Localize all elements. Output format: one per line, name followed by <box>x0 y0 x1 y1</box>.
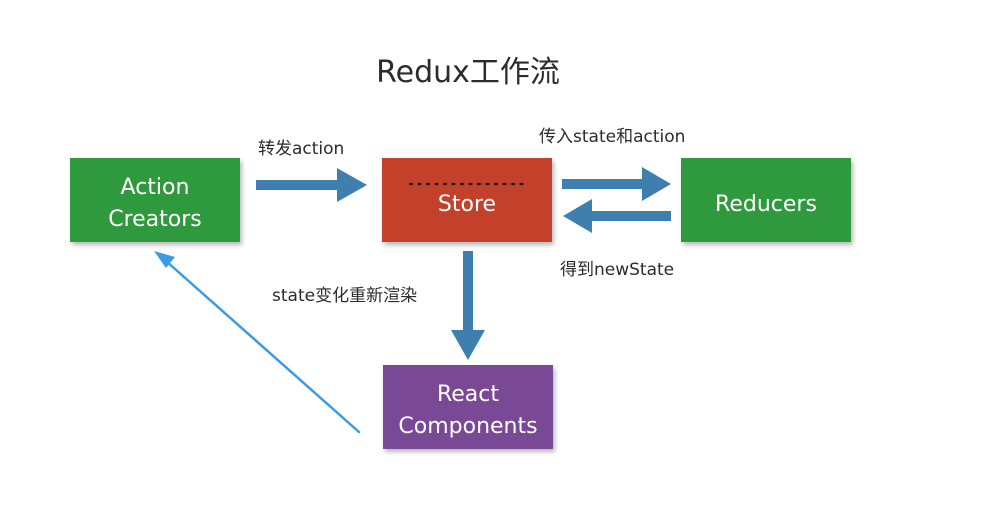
to-reducers-arrow <box>562 167 671 201</box>
dispatch-label: 转发action <box>258 139 344 159</box>
get-new-state-label: 得到newState <box>560 260 674 280</box>
pass-state-action-label: 传入state和action <box>539 127 685 147</box>
reducers-label: Reducers <box>715 192 817 217</box>
react-components-label-line1: React <box>437 382 499 407</box>
action-creators-label-line1: Action <box>121 175 190 200</box>
action-creators-box <box>70 158 240 242</box>
react-components-label-line2: Components <box>398 414 537 439</box>
rerender-label: state变化重新渲染 <box>272 286 417 306</box>
new-state-arrow <box>563 199 671 233</box>
action-creators-node: Action Creators <box>70 158 240 242</box>
reducers-node: Reducers <box>681 158 851 242</box>
feedback-arrow-head <box>154 251 175 268</box>
store-node: Store <box>382 158 552 242</box>
rerender-arrow <box>451 251 485 360</box>
action-creators-label-line2: Creators <box>108 207 202 232</box>
feedback-arrow <box>154 251 361 434</box>
store-label: Store <box>438 192 496 217</box>
store-box <box>382 158 552 242</box>
react-components-node: React Components <box>383 365 553 449</box>
react-components-box <box>383 365 553 449</box>
diagram-title: Redux工作流 <box>376 55 560 90</box>
dispatch-arrow <box>256 168 367 202</box>
feedback-arrow-line <box>164 259 361 434</box>
reducers-box <box>681 158 851 242</box>
